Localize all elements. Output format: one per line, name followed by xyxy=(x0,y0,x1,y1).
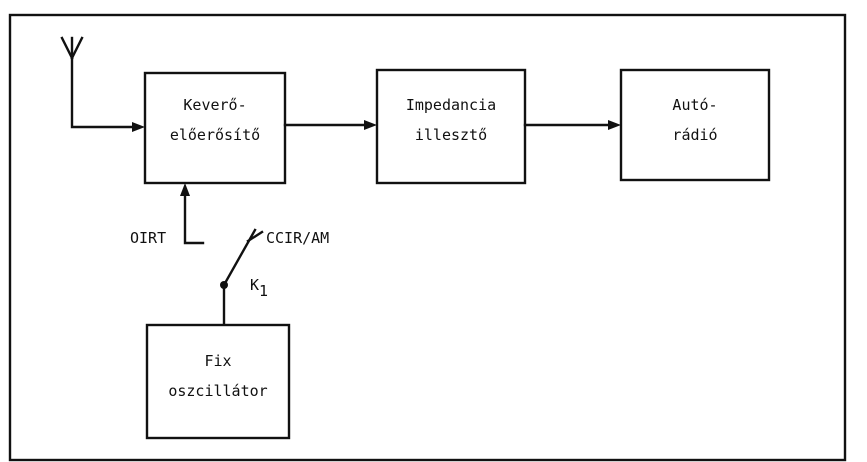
arrow-into-mixer-bottom-icon xyxy=(180,183,190,196)
arrow-into-impedance-icon xyxy=(364,120,377,130)
mixer-label-line2: előerősítő xyxy=(170,126,260,144)
radio-label-line1: Autó- xyxy=(672,96,717,114)
diagram-frame xyxy=(8,13,847,462)
antenna-wire xyxy=(70,56,138,129)
oscillator-label-line2: oszcillátor xyxy=(168,382,267,400)
mixer-preamp-block xyxy=(143,71,287,185)
fixed-oscillator-block xyxy=(145,323,291,440)
switch-position-oirt: OIRT xyxy=(130,229,166,247)
impedance-label-line1: Impedancia xyxy=(406,96,496,114)
arrow-into-radio-icon xyxy=(608,120,621,130)
radio-label-line2: rádió xyxy=(672,126,717,144)
impedance-matcher-block xyxy=(375,68,527,185)
impedance-label-line2: illesztő xyxy=(415,126,487,144)
oscillator-label-line1: Fix xyxy=(204,352,231,370)
mixer-label-line1: Keverő- xyxy=(183,96,246,114)
switch-contact-ccir xyxy=(246,230,264,243)
switch-common-wire xyxy=(183,190,205,245)
car-radio-block xyxy=(619,68,771,182)
antenna-icon xyxy=(60,36,84,60)
switch-label-k1: K1 xyxy=(250,276,268,300)
arrow-into-mixer-icon xyxy=(132,122,145,132)
switch-position-ccir: CCIR/AM xyxy=(266,229,329,247)
